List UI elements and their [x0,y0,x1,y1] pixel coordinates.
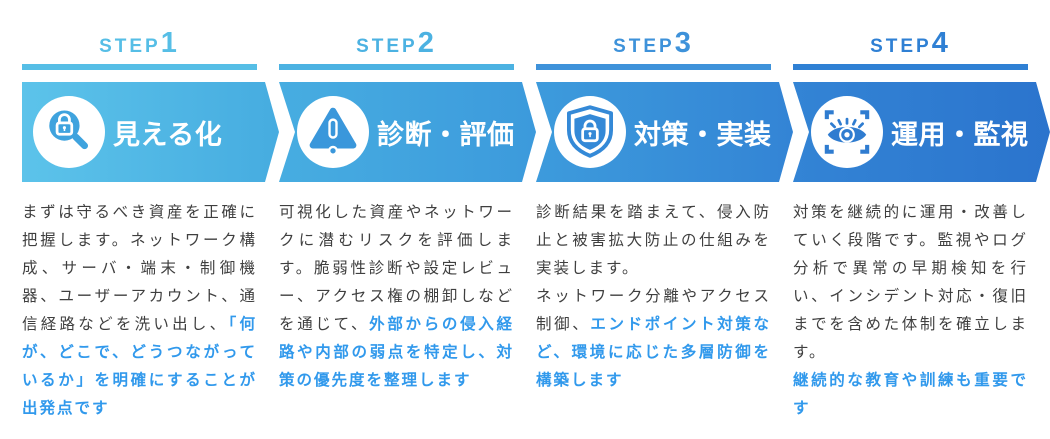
step-description: まずは守るべき資産を正確に把握します。ネットワーク構成、サーバ・端末・制御機器、… [22,199,257,423]
description-highlight-text: エンドポイント対策など、環境に応じた多層防御を構築します [536,316,771,389]
step-label-word: STEP [613,36,675,57]
description-highlight-text: 継続的な教育や訓練も重要です [793,372,1028,417]
shield-lock-icon [557,99,623,165]
step-banner: 運用・監視 [793,82,1050,182]
description-text: 対策を継続的に運用・改善していく段階です。監視やログ分析で異常の早期検知を行い、… [793,204,1028,361]
eye-monitor-icon [814,99,880,165]
step-label-number: 2 [417,27,437,59]
description-highlight-text: 外部からの侵入経路や内部の弱点を特定し、対策の優先度を整理します [279,316,514,389]
step-label-word: STEP [356,36,418,57]
step-icon-circle [33,96,105,168]
step-banner-title: 運用・監視 [891,119,1029,150]
step-description: 可視化した資産やネットワークに潜むリスクを評価します。脆弱性診断や設定レビュー、… [279,199,514,395]
description-text: 診断結果を踏まえて、侵入防止と被害拡大防止の仕組みを実装します。 [536,204,771,277]
step-banner: 対策・実装 [536,82,793,182]
step-banner-title: 対策・実装 [634,119,772,150]
description-text: 可視化した資産やネットワークに潜むリスクを評価します。脆弱性診断や設定レビュー、… [279,204,514,333]
step-icon-circle [811,96,883,168]
step-label-number: 3 [674,27,694,59]
step-underline [793,64,1028,70]
step-banner-title: 診断・評価 [377,119,515,150]
warning-triangle-icon [300,99,366,165]
description-text: まずは守るべき資産を正確に把握します。ネットワーク構成、サーバ・端末・制御機器、… [22,204,257,333]
step-underline [279,64,514,70]
description-text: ネットワーク分離やアクセス制御、 [536,288,771,333]
magnifier-lock-icon [36,99,102,165]
step-banner: 見える化 [22,82,279,182]
step-label-number: 4 [931,27,951,59]
step-icon-circle [297,96,369,168]
step-label-word: STEP [870,36,932,57]
step-description: 診断結果を踏まえて、侵入防止と被害拡大防止の仕組みを実装します。ネットワーク分離… [536,199,771,395]
step-underline [22,64,257,70]
step-icon-circle [554,96,626,168]
step-description: 対策を継続的に運用・改善していく段階です。監視やログ分析で異常の早期検知を行い、… [793,199,1028,423]
step-label-word: STEP [99,36,161,57]
description-highlight-text: 「何が、どこで、どうつながっているか」を明確にすることが出発点です [22,316,257,417]
step-banner: 診断・評価 [279,82,536,182]
step-underline [536,64,771,70]
step-banner-title: 見える化 [113,119,223,150]
step-label-number: 1 [160,27,180,59]
